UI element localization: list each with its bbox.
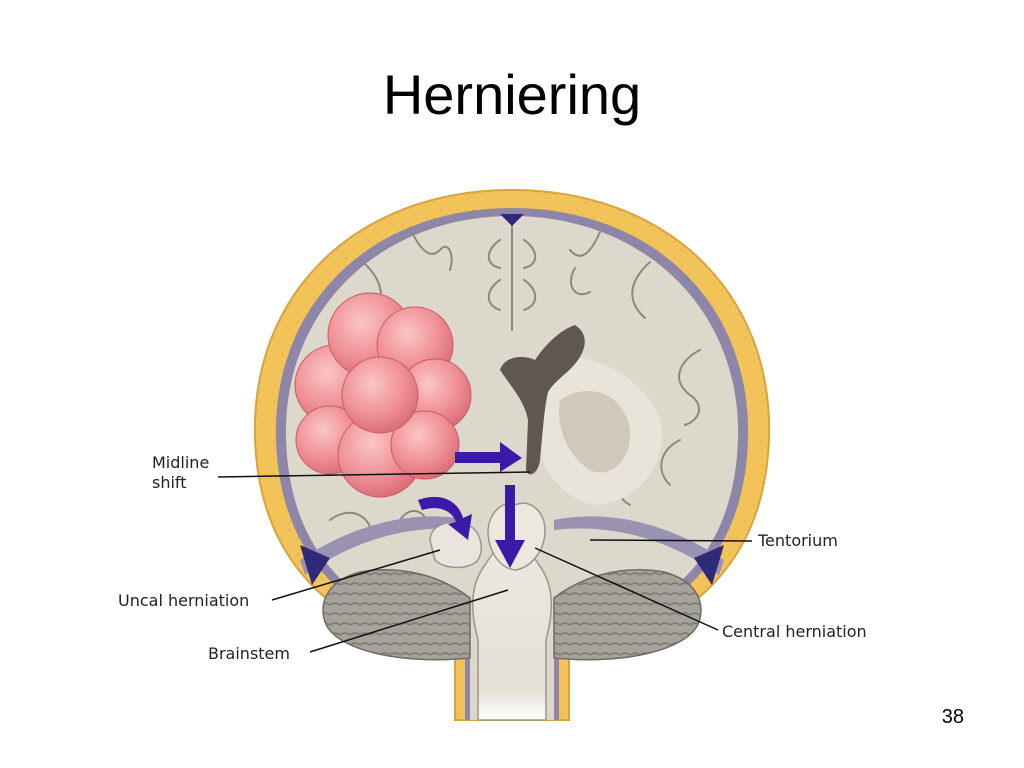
- cerebellum-left: [322, 569, 471, 661]
- uncal-arrow: [418, 496, 472, 540]
- label-brainstem: Brainstem: [208, 644, 290, 663]
- label-tentorium: Tentorium: [758, 531, 838, 550]
- label-central-herniation: Central herniation: [722, 622, 867, 641]
- label-midline-shift: Midline shift: [152, 453, 209, 493]
- page-number: 38: [941, 706, 964, 728]
- label-uncal-herniation: Uncal herniation: [118, 591, 250, 610]
- slide-title: Herniering: [382, 63, 642, 126]
- herniation-arrows: [418, 442, 525, 568]
- label-midline-shift-line2: shift: [152, 473, 187, 492]
- central-arrow: [495, 485, 525, 568]
- cerebellum-right: [553, 569, 702, 661]
- tumor: [294, 292, 472, 498]
- ventricle: [500, 325, 585, 475]
- leader-lines: [217, 471, 753, 653]
- label-midline-shift-line1: Midline: [152, 453, 210, 472]
- midline-shift-arrow: [455, 442, 522, 472]
